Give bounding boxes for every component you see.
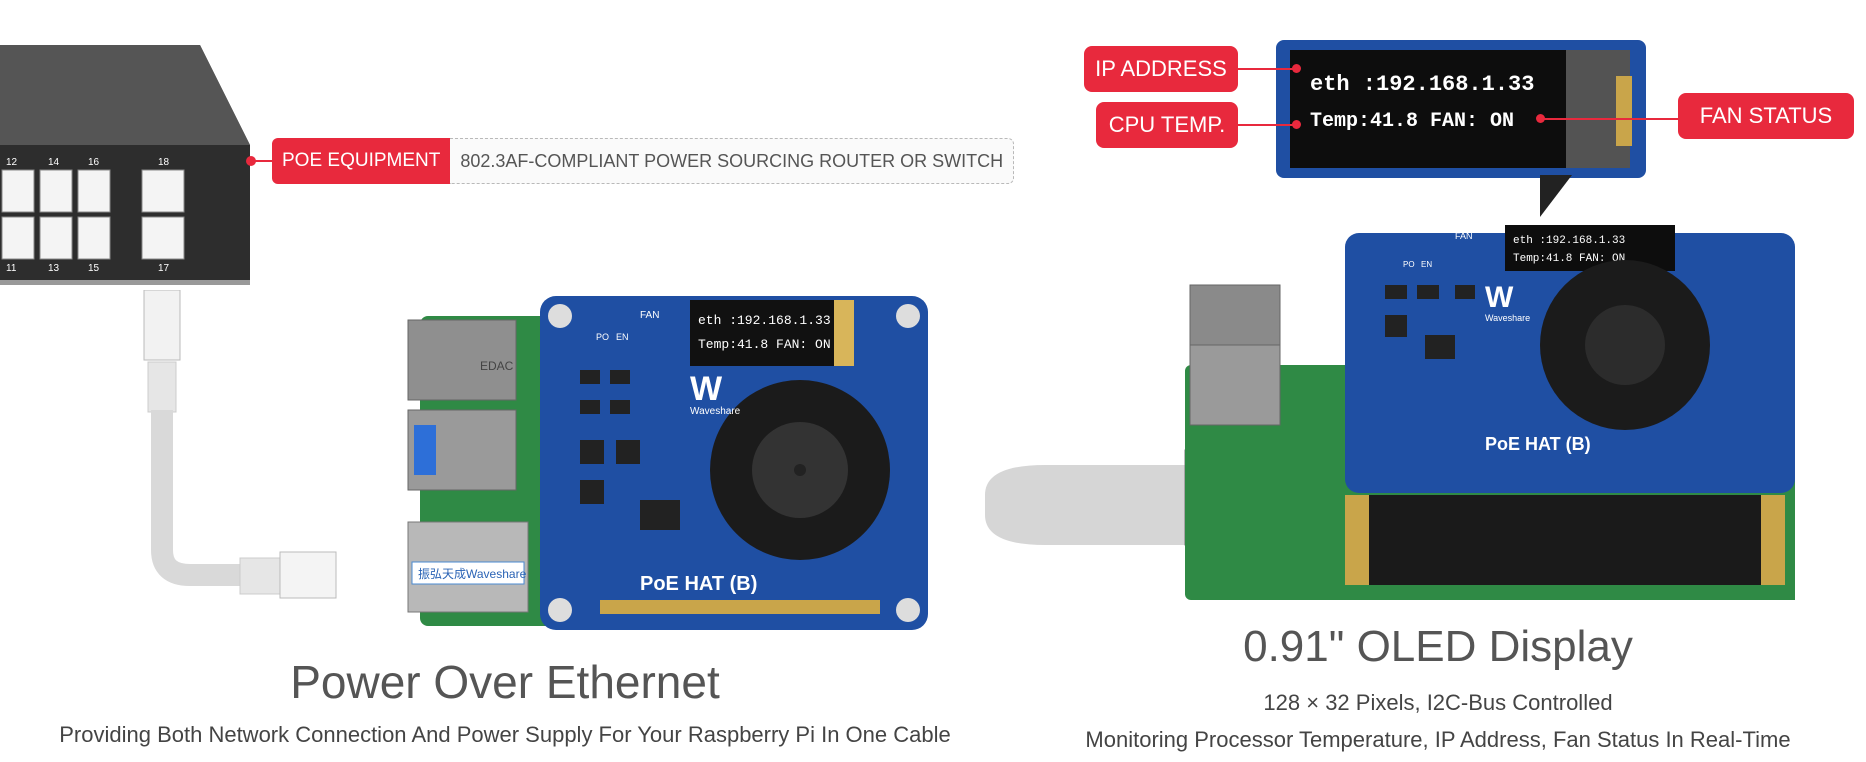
- brand-label: Waveshare: [690, 406, 741, 417]
- oled-line-2: Temp:41.8 FAN: ON: [698, 337, 831, 352]
- switch-label-en: EN: [1421, 260, 1432, 269]
- port-number: 12: [6, 157, 18, 168]
- zoom-pointer: [1540, 175, 1572, 217]
- section-subtitle-oled-1: 128 × 32 Pixels, I2C-Bus Controlled: [1263, 690, 1613, 715]
- port-number: 17: [158, 263, 170, 274]
- oled-line-1: eth :192.168.1.33: [698, 313, 831, 328]
- callout-cpu-temp: CPU TEMP.: [1096, 102, 1238, 148]
- network-switch: 12 14 16 18 11 13 15 17: [0, 45, 250, 285]
- callout-ip-address: IP ADDRESS: [1084, 46, 1238, 92]
- brand-label: Waveshare: [1485, 313, 1530, 323]
- port-number: 13: [48, 263, 60, 274]
- board-label: PoE HAT (B): [640, 573, 757, 595]
- waveshare-logo-icon: W: [1485, 281, 1514, 314]
- jack-label-cn: 振弘天成: [418, 567, 466, 581]
- section-title-oled: 0.91" OLED Display: [1243, 622, 1633, 671]
- section-subtitle-poe: Providing Both Network Connection And Po…: [59, 722, 951, 747]
- port-number: 11: [6, 263, 17, 274]
- port-number: 14: [48, 157, 60, 168]
- switch-label-en: EN: [616, 332, 629, 342]
- oled-line-1: eth :192.168.1.33: [1513, 235, 1625, 247]
- ethernet-cable: [143, 290, 337, 599]
- callout-dot: [1292, 120, 1301, 129]
- oled-line-2: Temp:41.8 FAN: ON: [1513, 253, 1625, 265]
- callout-line: [1540, 118, 1678, 120]
- poe-hat-board-angled: 振弘天成 Waveshare eth :192.168.1.33 Temp:41…: [985, 225, 1795, 600]
- fan-label: FAN: [640, 310, 659, 321]
- oled-display-zoomed: eth :192.168.1.33 Temp:41.8 FAN: ON: [1276, 40, 1646, 178]
- switch-label-po: PO: [596, 332, 609, 342]
- section-title-poe: Power Over Ethernet: [290, 656, 720, 708]
- board-label: PoE HAT (B): [1485, 434, 1591, 454]
- oled-zoom-line-2: Temp:41.8 FAN: ON: [1310, 110, 1514, 133]
- callout-line: [254, 160, 274, 162]
- callout-dot: [246, 156, 256, 166]
- port-number: 16: [88, 157, 100, 168]
- oled-zoom-line-1: eth :192.168.1.33: [1310, 72, 1534, 97]
- jack-label-brand: Waveshare: [466, 567, 527, 581]
- port-number: 15: [88, 263, 100, 274]
- port-number: 18: [158, 157, 170, 168]
- poe-hat-board: 振弘天成 Waveshare EDAC eth :192.168.1.33 Te…: [407, 296, 928, 630]
- poe-equipment-desc: 802.3AF-COMPLIANT POWER SOURCING ROUTER …: [450, 138, 1015, 184]
- section-subtitle-oled-2: Monitoring Processor Temperature, IP Add…: [1085, 727, 1791, 752]
- poe-equipment-tag: POE EQUIPMENT: [272, 138, 451, 184]
- usb-label: EDAC: [480, 359, 514, 373]
- poe-equipment-label: POE EQUIPMENT 802.3AF-COMPLIANT POWER SO…: [272, 138, 1015, 184]
- callout-line: [1238, 68, 1294, 70]
- callout-dot: [1292, 64, 1301, 73]
- fan-label: FAN: [1455, 231, 1473, 241]
- callout-fan-status: FAN STATUS: [1678, 93, 1854, 139]
- callout-dot: [1536, 114, 1545, 123]
- callout-line: [1238, 124, 1294, 126]
- switch-label-po: PO: [1403, 260, 1415, 269]
- waveshare-logo-icon: W: [690, 370, 723, 408]
